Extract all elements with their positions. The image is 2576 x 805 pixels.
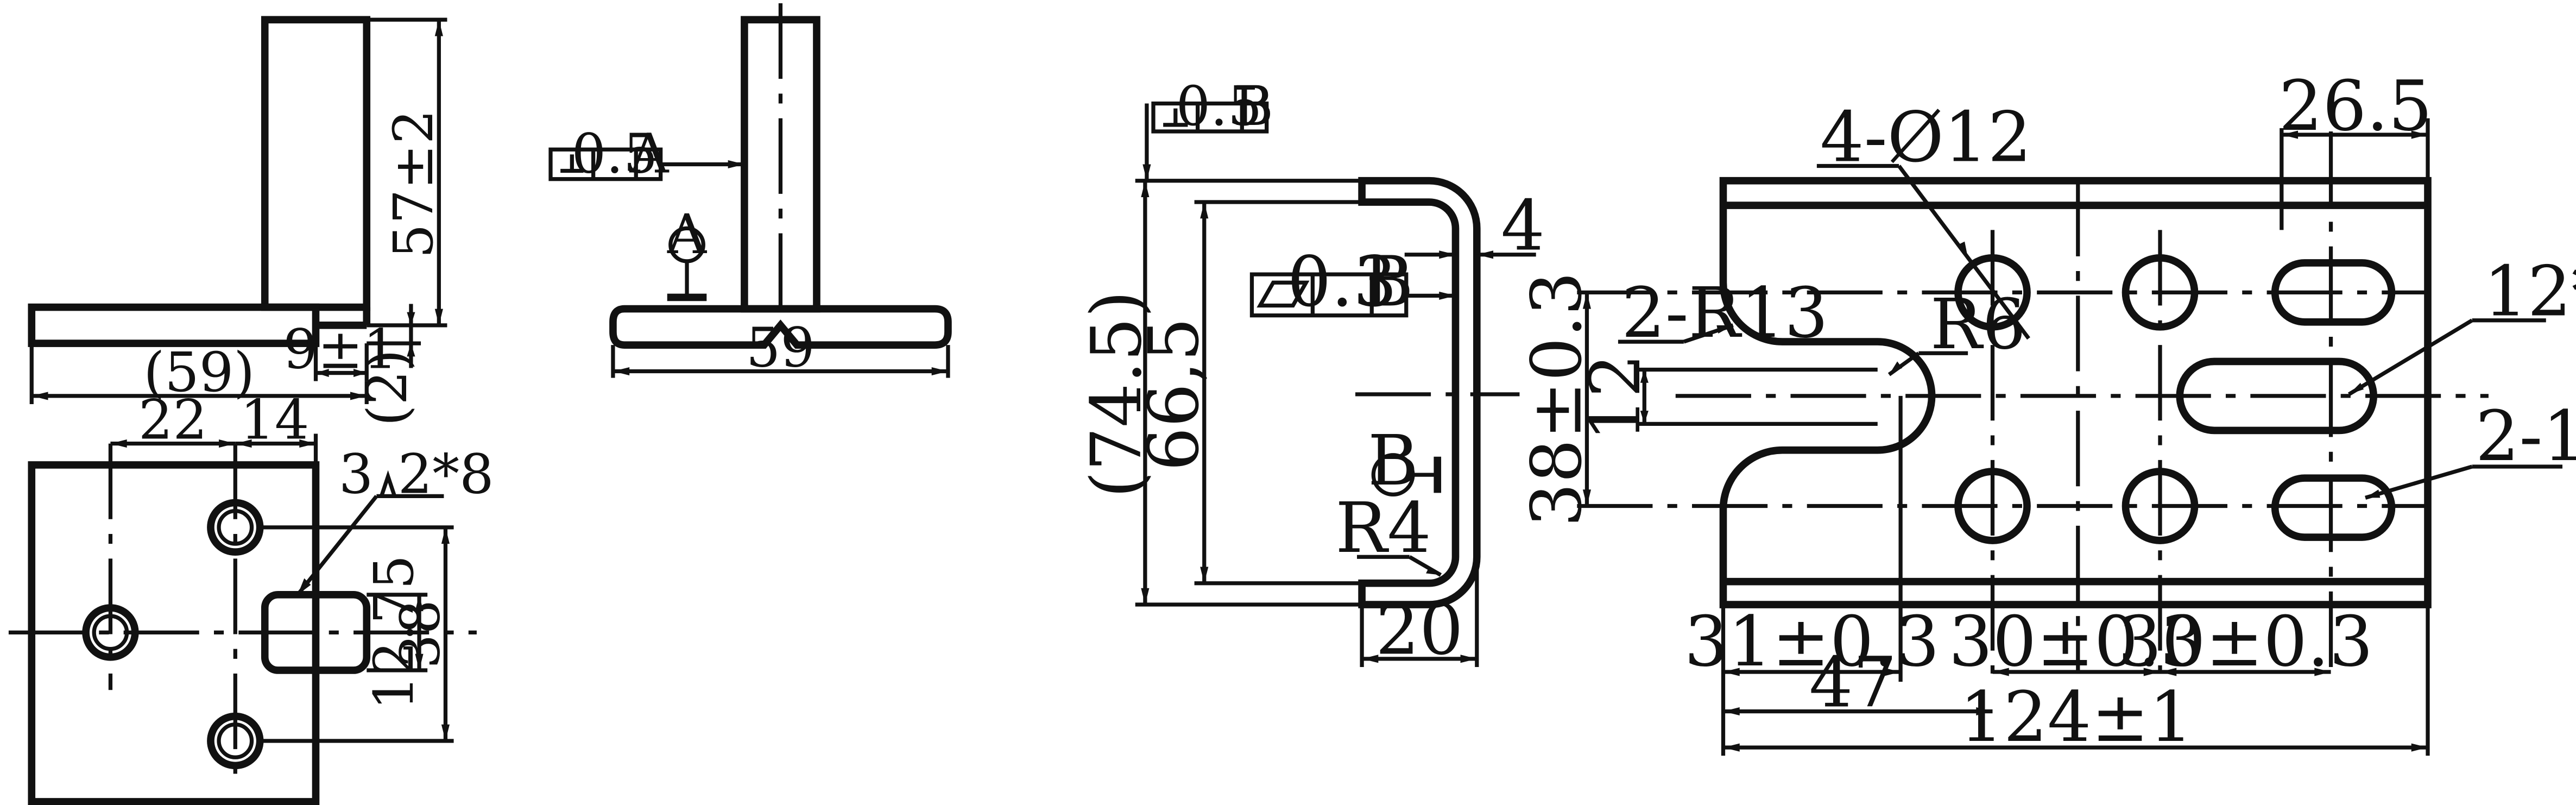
- dim-r13: 2-R13: [1621, 273, 1828, 353]
- dim-total-length: 124±1: [1960, 677, 2193, 757]
- view-web-face: 26.5 4-Ø12 2-R13 R6 12*35 2-10*20 12: [1516, 66, 2576, 757]
- view-front-elevation: 59 0.5 A A: [548, 3, 952, 379]
- dim-47: 47: [1809, 643, 1897, 723]
- web-outline: [1719, 177, 2432, 608]
- svg-text:0.5: 0.5: [1176, 74, 1262, 138]
- dim-slot-small: 2-10*20: [2476, 396, 2576, 476]
- dim-hole-vertical: 38±0.3: [1516, 272, 1596, 527]
- hole: [82, 604, 139, 661]
- dim-width: 59: [746, 316, 815, 379]
- hole: [2122, 468, 2199, 544]
- dim-slot-offset: 26.5: [2279, 66, 2433, 146]
- svg-text:0.3: 0.3: [1287, 242, 1397, 322]
- dim-outer-height: (74.5): [1076, 291, 1157, 498]
- dim-31: 31±0.3: [1684, 601, 1940, 682]
- dim-radius: R4: [1335, 488, 1431, 568]
- dim-inner-height: 66,5: [1134, 317, 1214, 471]
- channel-profile: [1358, 177, 1481, 608]
- base-flange: [609, 305, 952, 349]
- svg-text:B: B: [1363, 242, 1413, 322]
- dim-22: 22: [138, 388, 207, 452]
- vertical-plate: [261, 16, 371, 311]
- flatness-icon: [1257, 280, 1310, 308]
- tolerance-frame-flatness: 0.3 B: [1249, 242, 1456, 322]
- slot: [261, 591, 371, 674]
- base-plate: [28, 303, 320, 347]
- dim-width: (59): [143, 341, 255, 404]
- svg-text:0.5: 0.5: [572, 122, 658, 186]
- hole: [1954, 254, 2031, 331]
- dim-slot-width: 12.75: [362, 555, 426, 710]
- dim-slot-large: 12*35: [2484, 251, 2576, 332]
- svg-text:A: A: [629, 122, 670, 186]
- dim-hole-spacing: 38: [388, 600, 452, 669]
- dim-flange-width: 20: [1375, 590, 1463, 670]
- datum-b: B: [1368, 420, 1442, 501]
- svg-text:B: B: [1368, 420, 1418, 501]
- dim-r6: R6: [1930, 284, 2026, 364]
- svg-text:2*8: 2*8: [398, 442, 494, 506]
- slot-small-top: [2271, 259, 2396, 326]
- view-channel-section: (74.5) 66,5 4 20 R4 0.5: [1076, 74, 1545, 670]
- dim-height: 57±2: [382, 110, 445, 259]
- dim-holes: 4-Ø12: [1820, 97, 2031, 177]
- slot-small-bottom: [2271, 474, 2396, 541]
- tolerance-frame-perp-b: 0.5 B: [1142, 74, 1273, 181]
- hole: [2122, 254, 2199, 331]
- view-side-elevation: 57±2 (2) 9±1 (59): [28, 16, 447, 426]
- view-plan: 22 14 12.75 38 3 2*8: [8, 388, 494, 805]
- hole: [1954, 468, 2031, 544]
- weld-symbol: 3 2*8: [296, 442, 494, 596]
- svg-text:3: 3: [339, 442, 374, 506]
- svg-text:B: B: [1234, 74, 1273, 138]
- tolerance-frame-perp-a: 0.5 A: [548, 122, 744, 186]
- slot-large: [2176, 357, 2377, 435]
- dim-30-a: 30±0.3: [1949, 601, 2204, 682]
- dim-offset: 9±1: [283, 317, 398, 381]
- dim-14: 14: [240, 388, 309, 452]
- svg-text:A: A: [667, 203, 708, 266]
- dim-thickness: 4: [1501, 186, 1545, 266]
- datum-a: A: [667, 203, 708, 301]
- dim-30-b: 30±0.3: [2118, 601, 2373, 682]
